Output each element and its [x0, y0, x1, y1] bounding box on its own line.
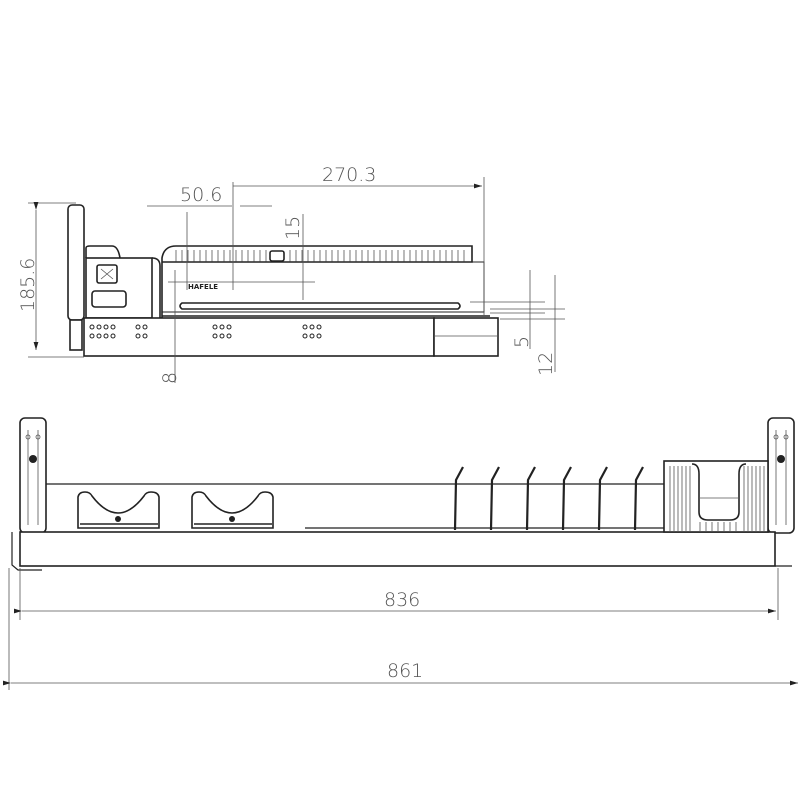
left-handle [19, 417, 47, 534]
dim-rail-height: 12 [490, 275, 565, 376]
svg-text:12: 12 [535, 352, 557, 376]
bowl-holder [191, 491, 274, 529]
svg-text:185.6: 185.6 [17, 258, 39, 312]
dim-inner-width: 836 [14, 568, 779, 620]
basket-top [161, 245, 473, 318]
bowl-holder [77, 491, 160, 529]
front-box [85, 257, 153, 319]
base-tray [19, 531, 776, 567]
basket-rail [179, 302, 461, 310]
svg-text:270.3: 270.3 [322, 164, 376, 186]
dim-small-gap: 5 [470, 270, 545, 349]
dim-overall-width: 861 [3, 568, 798, 690]
front-view: 836 861 [3, 417, 798, 690]
cup-basket [663, 460, 769, 533]
side-handle [67, 204, 85, 321]
svg-text:8: 8 [159, 372, 181, 384]
svg-text:836: 836 [384, 589, 420, 611]
dim-depth: 270.3 [233, 164, 485, 315]
svg-text:50.6: 50.6 [180, 184, 222, 206]
side-view: HAFELE 185.6 50.6 [17, 164, 565, 384]
drawer-runner [433, 317, 499, 357]
right-handle [767, 417, 795, 534]
basket-slats [175, 250, 465, 262]
dim-height: 185.6 [17, 202, 84, 358]
front-box-slot [91, 290, 127, 308]
svg-text:15: 15 [282, 216, 304, 240]
mounting-holes [89, 324, 322, 339]
side-handle-foot [69, 319, 83, 351]
dim-base-offset: 8 [159, 270, 181, 384]
brand-label: HAFELE [188, 283, 218, 291]
dim-rail-gap: 15 [168, 214, 315, 300]
svg-text:861: 861 [387, 660, 423, 682]
plate-dividers [453, 466, 644, 531]
dim-depth-offset: 50.6 [147, 182, 272, 290]
svg-text:5: 5 [511, 336, 533, 348]
front-box-top [85, 245, 121, 259]
basket-badge-icon [269, 250, 285, 262]
